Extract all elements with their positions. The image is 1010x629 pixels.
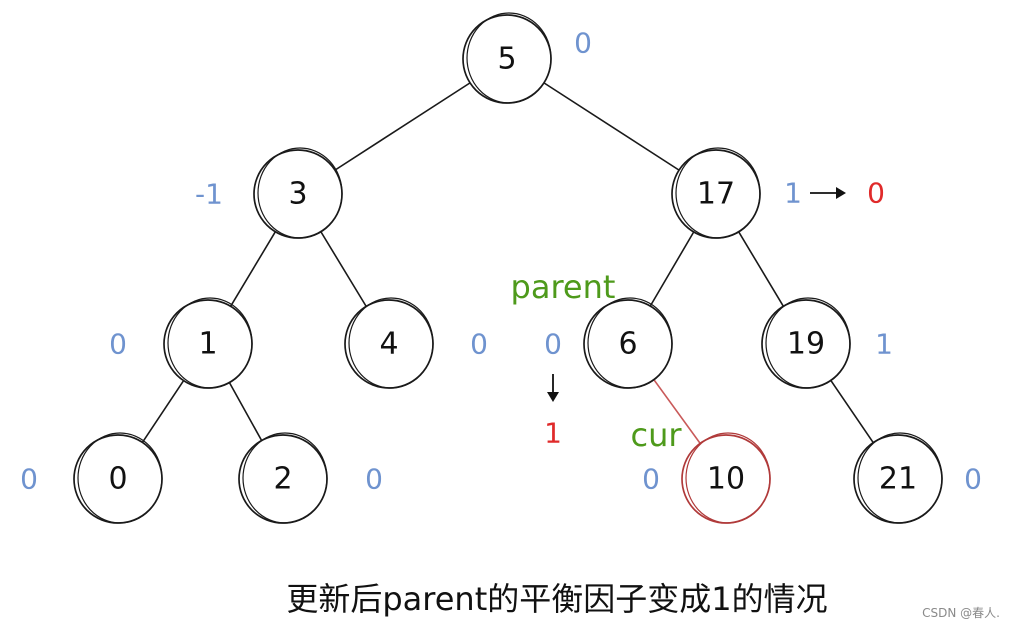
edge-n3-n4 [316,225,371,313]
edge-n6-n10 [649,373,705,450]
bf-6-old: 0 [544,328,562,361]
tree-node-4: 4 [344,297,434,389]
edge-n19-n21 [826,374,878,449]
balance-factor-n19: 1 [875,328,893,361]
node-label: 10 [707,462,745,497]
tree-node-2: 2 [238,432,328,524]
node-circle-outline [466,12,552,104]
edge-n17-n6 [646,225,698,313]
node-circle-outline [167,297,253,389]
bf-6-new: 1 [544,417,562,450]
balance-factor-n3: -1 [195,178,223,211]
node-circle-outline [765,297,851,389]
arrow-down-icon [547,374,559,402]
arrow-right-icon [810,187,846,199]
node-circle-outline [257,147,343,239]
node-circle-outline [685,432,771,524]
node-label: 5 [497,42,516,77]
edge-n5-n17 [538,78,685,175]
node-circle-outline [857,432,943,524]
node-circle-outline [587,297,673,389]
balance-factor-n1: 0 [109,328,127,361]
balance-factor-n10: 0 [642,463,660,496]
tree-node-6: 6 [583,297,673,389]
bf-17-new: 0 [867,177,885,210]
node-circle-outline [242,432,328,524]
node-label: 19 [787,327,825,362]
cur-label: cur [630,416,682,454]
balance-factor-n5: 0 [574,27,592,60]
tree-node-5: 5 [462,12,552,104]
edge-n1-n2 [225,376,266,447]
edge-n17-n19 [734,225,788,313]
balance-factor-n2: 0 [365,463,383,496]
tree-node-0: 0 [73,432,163,524]
tree-node-19: 19 [761,297,851,389]
watermark: CSDN @春人. [922,606,1000,620]
node-label: 2 [273,462,292,497]
node-circle-outline [675,147,761,239]
node-label: 6 [618,327,637,362]
edge-n3-n1 [226,225,280,313]
tree-node-17: 17 [671,147,761,239]
balance-factor-n4: 0 [470,328,488,361]
tree-edges [138,78,878,450]
node-label: 21 [879,462,917,497]
tree-node-10: 10 [681,432,771,524]
tree-node-21: 21 [853,432,943,524]
node-label: 17 [697,177,735,212]
diagram-caption: 更新后parent的平衡因子变成1的情况 [286,580,827,618]
node-label: 0 [108,462,127,497]
node-label: 1 [198,327,217,362]
node-circle-outline [77,432,163,524]
balance-factor-n0: 0 [20,463,38,496]
tree-node-1: 1 [163,297,253,389]
tree-node-3: 3 [253,147,343,239]
parent-label: parent [511,268,616,306]
node-label: 3 [288,177,307,212]
node-label: 4 [379,327,398,362]
balance-factor-n21: 0 [964,463,982,496]
bf-17-old: 1 [784,177,802,210]
node-circle-outline [348,297,434,389]
edge-n5-n3 [329,78,476,175]
edge-n1-n0 [138,374,188,449]
